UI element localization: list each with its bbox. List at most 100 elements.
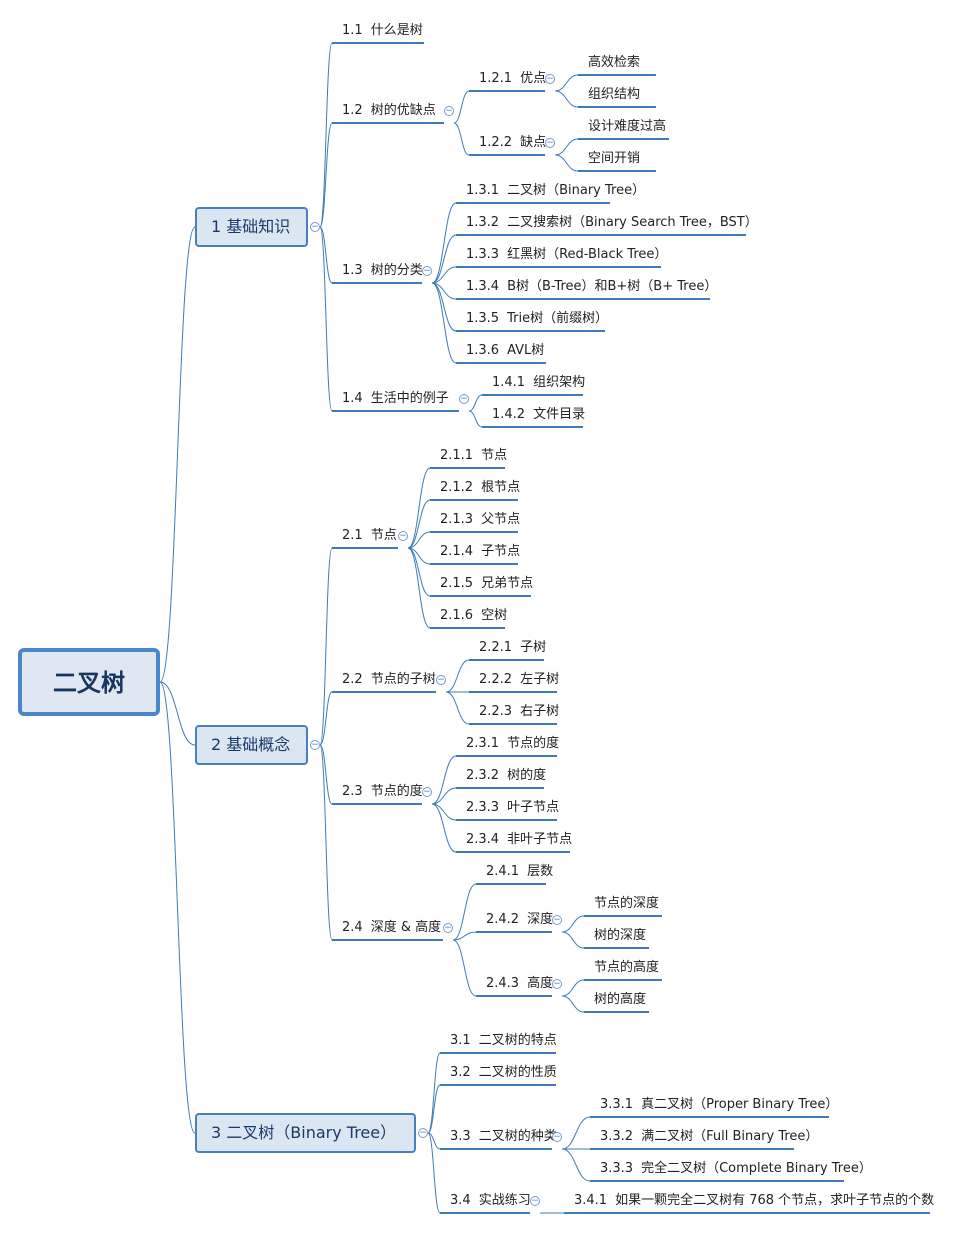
topic-number: 2.1.2: [440, 480, 474, 495]
topic-number: 3.4.1: [574, 1193, 608, 1208]
topic-n1_2_1_b[interactable]: 组织结构: [588, 87, 640, 103]
connector-line: [452, 931, 477, 941]
n3_3-collapse-icon[interactable]: −: [552, 1132, 562, 1142]
topic-n2_4_3_b[interactable]: 树的高度: [594, 992, 646, 1008]
b2-collapse-icon[interactable]: −: [310, 740, 320, 750]
topic-label: 树的深度: [594, 928, 647, 943]
n2_2-collapse-icon[interactable]: −: [436, 675, 446, 685]
connector-line: [407, 467, 431, 549]
topic-number: 1.2.1: [479, 71, 513, 86]
topic-label: 节点的度: [507, 736, 560, 751]
n2_4-collapse-icon[interactable]: −: [443, 923, 453, 933]
n2_4_2-collapse-icon[interactable]: −: [552, 915, 562, 925]
main-topic-b1[interactable]: 1 基础知识: [195, 207, 308, 247]
connector-line: [453, 90, 470, 124]
topic-label: 优点: [520, 71, 547, 86]
n2_3-collapse-icon[interactable]: −: [422, 787, 432, 797]
topic-number: 1.3.4: [466, 279, 500, 294]
topic-n2_1_4[interactable]: 2.1.4 子节点: [440, 544, 520, 560]
connector-line: [554, 138, 579, 156]
topic-number: 2.2.2: [479, 672, 513, 687]
topic-number: 2.1.4: [440, 544, 474, 559]
topic-n1_2_2_b[interactable]: 空间开销: [588, 151, 640, 167]
n1_3-collapse-icon[interactable]: −: [422, 266, 432, 276]
connector-line: [159, 681, 196, 1134]
n1_4-collapse-icon[interactable]: −: [459, 394, 469, 404]
topic-n2_4_2_a[interactable]: 节点的深度: [594, 896, 659, 912]
topic-n2_4_3_a[interactable]: 节点的高度: [594, 960, 659, 976]
n1_2_1-collapse-icon[interactable]: −: [545, 74, 555, 84]
topic-label: 设计难度过高: [588, 119, 667, 134]
topic-number: 2.3: [342, 784, 363, 799]
connector-line: [319, 744, 333, 941]
connector-line: [468, 394, 483, 412]
topic-label: 什么是树: [370, 23, 423, 38]
main-topic-b2[interactable]: 2 基础概念: [195, 725, 308, 765]
n1_2-collapse-icon[interactable]: −: [444, 106, 454, 116]
root-topic[interactable]: 二叉树: [18, 648, 160, 716]
connector-line: [427, 1084, 441, 1134]
topic-n1_2_2_a[interactable]: 设计难度过高: [588, 119, 666, 135]
topic-n1_2_1[interactable]: 1.2.1 优点: [479, 71, 546, 87]
topic-n1_2_1_a[interactable]: 高效检索: [588, 55, 640, 71]
topic-number: 2.1.3: [440, 512, 474, 527]
main-topic-b3[interactable]: 3 二叉树（Binary Tree）: [195, 1113, 416, 1153]
n1_2_2-collapse-icon[interactable]: −: [545, 138, 555, 148]
topic-label: 高度: [527, 976, 554, 991]
topic-number: 3.3.3: [600, 1161, 634, 1176]
topic-n2_4_2_b[interactable]: 树的深度: [594, 928, 646, 944]
b3-collapse-icon[interactable]: −: [418, 1128, 428, 1138]
connector-line: [452, 883, 477, 941]
topic-number: 1.3.5: [466, 311, 500, 326]
n2_4_3-collapse-icon[interactable]: −: [552, 979, 562, 989]
n3_4-collapse-icon[interactable]: −: [530, 1196, 540, 1206]
topic-label: 生活中的例子: [370, 391, 449, 406]
n2_1-collapse-icon[interactable]: −: [398, 531, 408, 541]
b1-collapse-icon[interactable]: −: [310, 222, 320, 232]
topic-number: 2.4.2: [486, 912, 520, 927]
topic-label: 子节点: [481, 544, 521, 559]
